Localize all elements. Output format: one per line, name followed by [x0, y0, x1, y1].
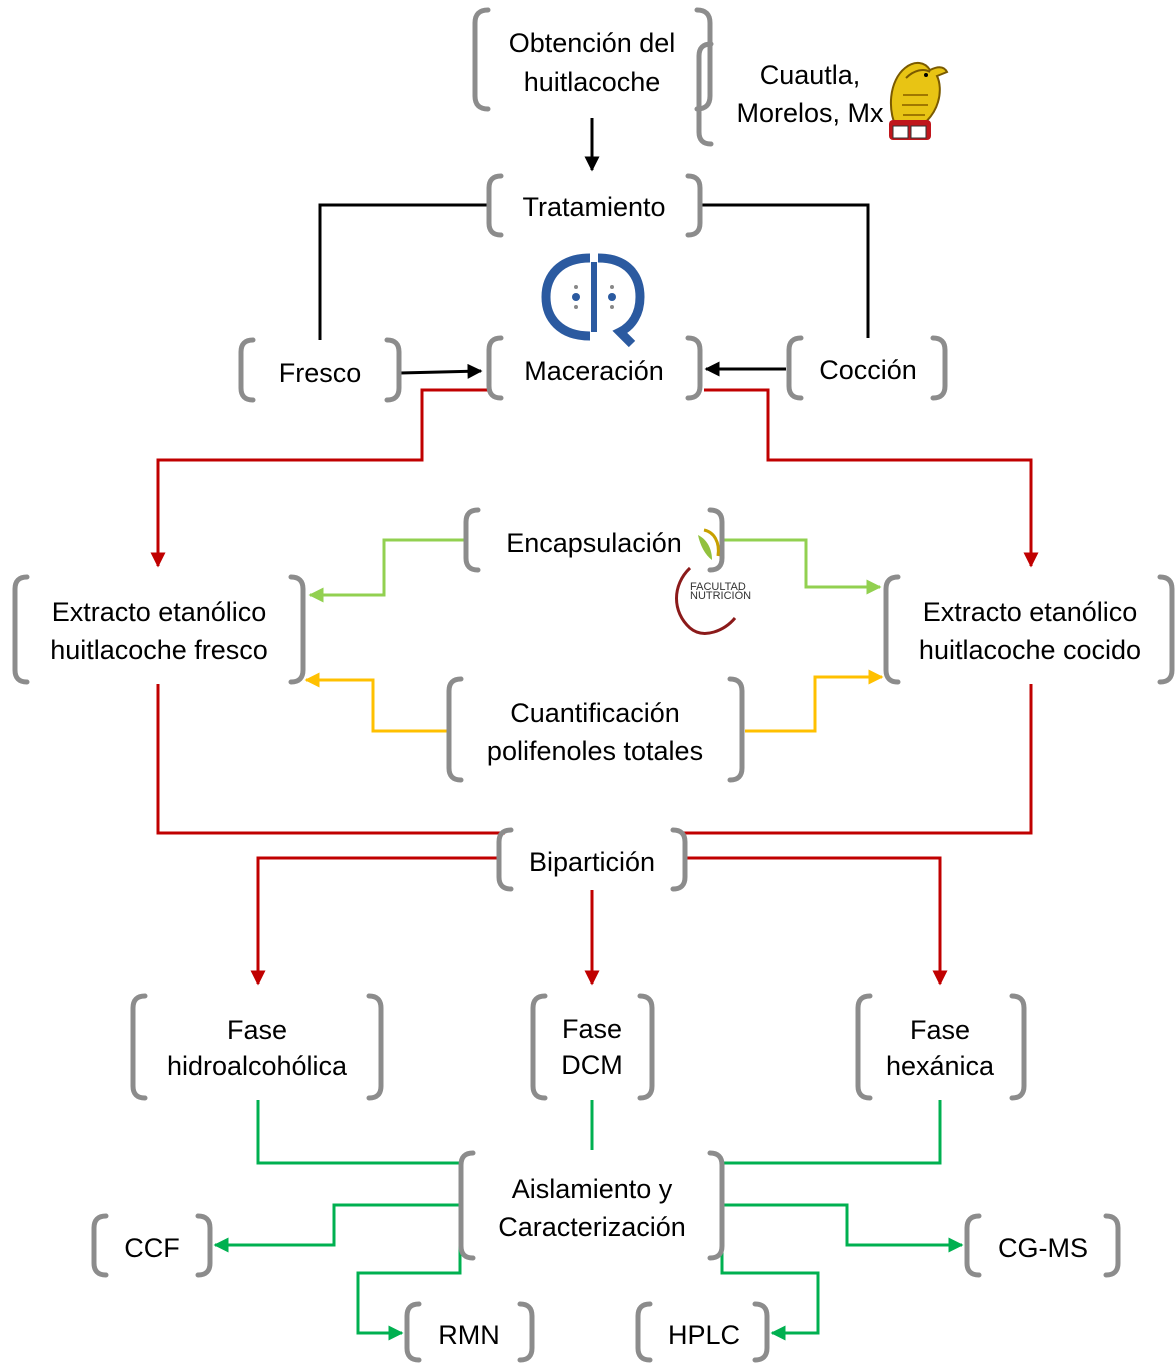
arrow-aislamiento-rmn	[356, 1245, 462, 1341]
encapsulacion-label: Encapsulación	[506, 528, 682, 558]
arrow-biparticion-hidro	[250, 856, 500, 986]
node-ccf: CCF	[91, 1213, 213, 1278]
arrow-maceracion-extracto-cocido	[704, 388, 1039, 568]
node-obtencion: Obtención del huitlacoche	[472, 7, 713, 112]
node-fase-hex: Fase hexánica	[855, 993, 1027, 1101]
extracto-cocido-line-1: Extracto etanólico	[923, 597, 1138, 627]
extracto-fresco-line-2: huitlacoche fresco	[50, 635, 268, 665]
rmn-label: RMN	[438, 1320, 500, 1350]
fase-hidro-line-1: Fase	[227, 1015, 287, 1045]
obtencion-line-2: huitlacoche	[524, 67, 661, 97]
node-biparticion: Bipartición	[496, 827, 688, 892]
line-extracto-fresco-biparticion	[156, 684, 505, 835]
tratamiento-label: Tratamiento	[522, 192, 665, 222]
node-extracto-cocido: Extracto etanólico huitlacoche cocido	[883, 574, 1175, 685]
arrow-encapsulacion-extracto-fresco	[308, 538, 465, 603]
fase-hidro-line-2: hidroalcohólica	[167, 1051, 348, 1081]
arrow-maceracion-extracto-fresco	[150, 388, 490, 568]
eagle-emblem-icon	[889, 62, 949, 140]
fase-dcm-line-2: DCM	[561, 1050, 623, 1080]
cgms-label: CG-MS	[998, 1233, 1088, 1263]
node-rmn: RMN	[404, 1301, 535, 1363]
facultad-logo-text-1: FACULTAD	[690, 581, 746, 593]
line-hidro-aislamiento	[256, 1100, 460, 1165]
ccf-label: CCF	[124, 1233, 180, 1263]
coccion-label: Cocción	[819, 355, 917, 385]
arrow-cuantificacion-extracto-fresco	[304, 672, 448, 733]
arrow-encapsulacion-extracto-cocido	[722, 538, 882, 595]
cuantificacion-line-2: polifenoles totales	[487, 736, 703, 766]
aislamiento-line-1: Aislamiento y	[512, 1174, 673, 1204]
node-aislamiento: Aislamiento y Caracterización	[458, 1150, 725, 1261]
maceracion-label: Maceración	[524, 356, 664, 386]
node-cgms: CG-MS	[964, 1213, 1121, 1278]
node-cuautla: Cuautla, Morelos, Mx	[696, 41, 884, 147]
node-coccion: Cocción	[786, 335, 948, 401]
arrow-aislamiento-ccf	[213, 1203, 460, 1253]
arrow-aislamiento-hplc	[720, 1245, 820, 1341]
facultad-logo-text-2: NUTRICIÓN	[690, 589, 751, 602]
cuautla-line-2: Morelos, Mx	[736, 98, 884, 128]
obtencion-line-1: Obtención del	[509, 28, 676, 58]
node-fase-dcm: Fase DCM	[530, 993, 655, 1101]
cuantificacion-line-1: Cuantificación	[510, 698, 680, 728]
cuautla-line-1: Cuautla,	[760, 60, 861, 90]
fresco-label: Fresco	[279, 358, 362, 388]
node-cuantificacion: Cuantificación polifenoles totales	[446, 676, 745, 783]
node-tratamiento: Tratamiento	[486, 173, 703, 238]
arrow-cuantificacion-extracto-cocido	[745, 669, 884, 733]
arrow-biparticion-hex	[684, 856, 948, 986]
biparticion-label: Bipartición	[529, 847, 655, 877]
facultad-nutricion-logo: FACULTAD NUTRICIÓN	[675, 528, 751, 635]
node-fase-hidro: Fase hidroalcohólica	[130, 993, 384, 1101]
connectors	[150, 118, 1039, 1341]
node-fresco: Fresco	[238, 337, 402, 403]
fase-hex-line-1: Fase	[910, 1015, 970, 1045]
line-tratamiento-coccion	[700, 203, 870, 338]
aislamiento-line-2: Caracterización	[498, 1212, 686, 1242]
node-maceracion: Maceración	[486, 335, 703, 401]
line-extracto-cocido-biparticion	[684, 684, 1033, 835]
line-hex-aislamiento	[722, 1100, 942, 1165]
extracto-cocido-line-2: huitlacoche cocido	[919, 635, 1141, 665]
arrow-fresco-maceracion	[399, 363, 483, 379]
ciq-logo-icon	[541, 253, 645, 348]
node-encapsulacion: Encapsulación	[463, 507, 725, 573]
node-extracto-fresco: Extracto etanólico huitlacoche fresco	[12, 574, 306, 685]
fase-hex-line-2: hexánica	[886, 1051, 995, 1081]
extracto-fresco-line-1: Extracto etanólico	[52, 597, 267, 627]
fase-dcm-line-1: Fase	[562, 1014, 622, 1044]
arrow-aislamiento-cgms	[722, 1203, 964, 1253]
hplc-label: HPLC	[668, 1320, 740, 1350]
node-hplc: HPLC	[635, 1301, 770, 1363]
line-tratamiento-fresco	[318, 203, 488, 340]
